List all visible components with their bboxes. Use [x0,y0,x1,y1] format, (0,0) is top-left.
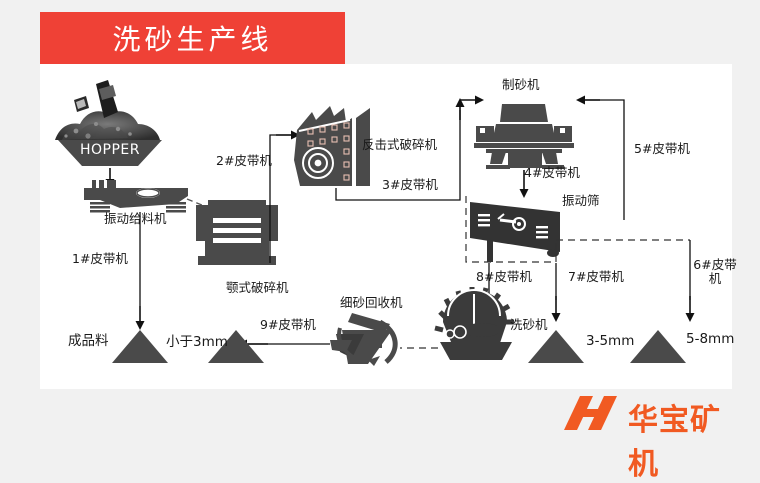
logo-company-name: 华宝矿机 [628,403,721,482]
fine-sand-recycler-label: 细砂回收机 [340,295,403,310]
vibrating-screen-label: 振动筛 [562,193,600,208]
belt-4-label: 4#皮带机 [524,165,580,180]
title-banner: 洗砂生产线 [40,12,345,64]
belt-3-label: 3#皮带机 [382,177,438,192]
screenshot-root: 洗砂生产线 [40,12,750,482]
vibrating-feeder-label: 振动给料机 [104,211,167,226]
product-3-5mm-label: 3-5mm [586,333,635,349]
belt-6-label: 6#皮带机 [693,257,737,287]
hopper-label: HOPPER [80,142,141,158]
product-3mm-label: 小于3mm [166,334,228,350]
page-title: 洗砂生产线 [112,23,273,56]
product-finished-label: 成品料 [68,333,109,349]
belt-1-label: 1#皮带机 [72,251,128,266]
belt-7-label: 7#皮带机 [568,269,624,284]
belt-8-label: 8#皮带机 [476,269,532,284]
jaw-crusher-label: 颚式破碎机 [226,280,289,295]
belt-5-label: 5#皮带机 [634,141,690,156]
belt-2-label: 2#皮带机 [216,153,272,168]
product-5-8mm-label: 5-8mm [686,331,735,347]
belt-9-label: 9#皮带机 [260,317,316,332]
impact-crusher-label: 反击式破碎机 [362,137,438,152]
logo-mark-icon [564,396,617,430]
sand-maker-label: 制砂机 [502,77,540,92]
sand-washer-label: 洗砂机 [510,317,548,332]
company-logo: 华宝矿机 [560,390,750,482]
